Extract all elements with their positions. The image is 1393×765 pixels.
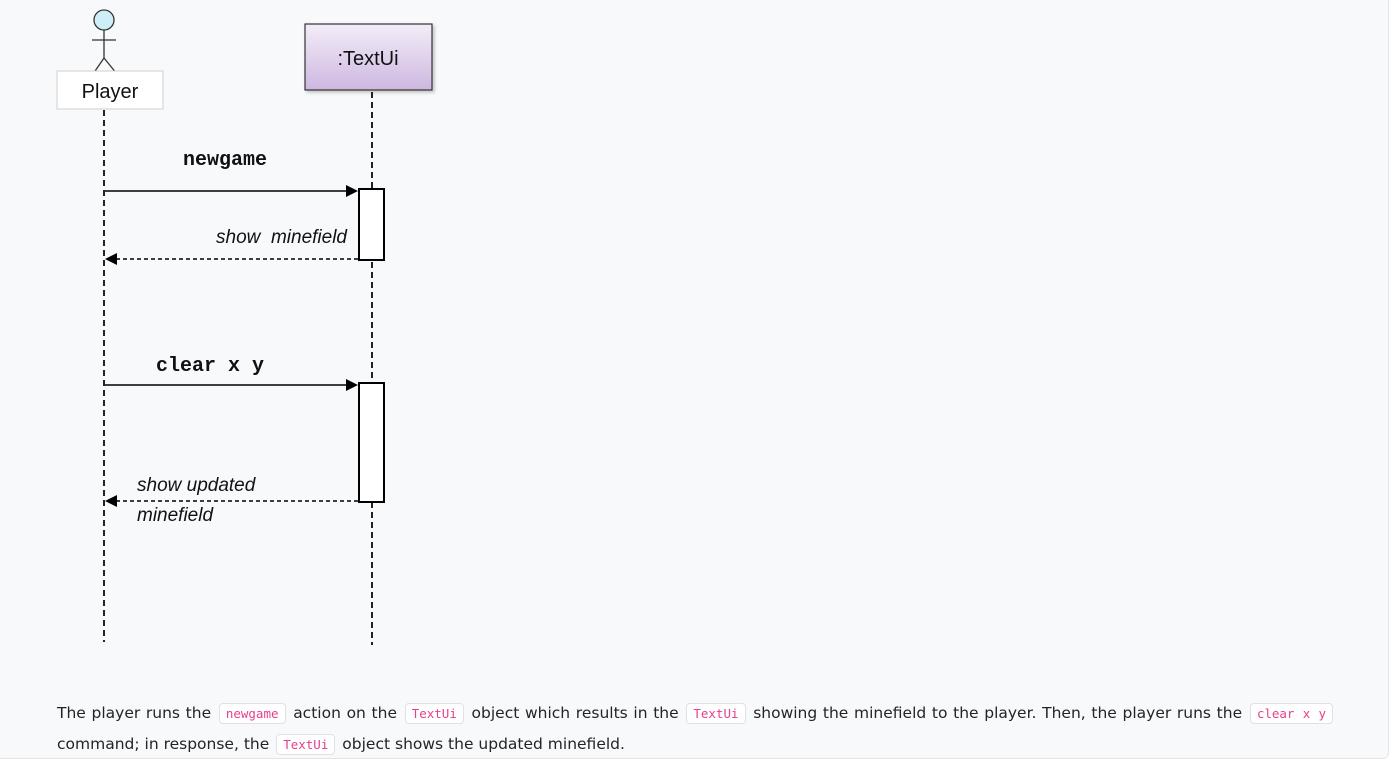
inline-code-textui: TextUi: [276, 733, 336, 755]
inline-code-clear: clear x y: [1249, 702, 1334, 724]
caption-text: action on the: [293, 703, 397, 722]
caption-text: The player runs the: [57, 703, 212, 722]
arrowhead-icon: [105, 495, 117, 507]
caption-text: object shows the updated minefield.: [342, 734, 625, 753]
activation-bar-1: [358, 188, 385, 261]
arrowhead-icon: [346, 185, 358, 197]
textui-object-box: [304, 23, 433, 91]
player-label-box: [56, 70, 164, 110]
inline-code-newgame: newgame: [218, 702, 286, 724]
inline-code-textui: TextUi: [404, 702, 464, 724]
textui-object-label: :TextUi: [337, 48, 398, 70]
player-label: Player: [82, 81, 139, 103]
message-clear-label: clear x y: [156, 355, 264, 378]
return-show-updated-label: show updated: [137, 475, 257, 496]
arrowhead-icon: [105, 253, 117, 265]
return-show-minefield-label: show minefield: [216, 227, 348, 248]
message-newgame-label: newgame: [183, 149, 267, 172]
activation-bar-2: [358, 382, 385, 503]
diagram-caption: The player runs the newgame action on th…: [57, 698, 1335, 760]
return-minefield-label: minefield: [137, 505, 214, 526]
sequence-diagram: Player :TextUi newgame show minefield cl…: [56, 9, 433, 645]
player-actor-icon: [92, 9, 118, 75]
arrowhead-icon: [346, 379, 358, 391]
caption-text: showing the minefield to the player. The…: [753, 703, 1243, 722]
inline-code-textui: TextUi: [686, 702, 746, 724]
caption-text: object which results in the: [471, 703, 679, 722]
caption-text: command; in response, the: [57, 734, 270, 753]
